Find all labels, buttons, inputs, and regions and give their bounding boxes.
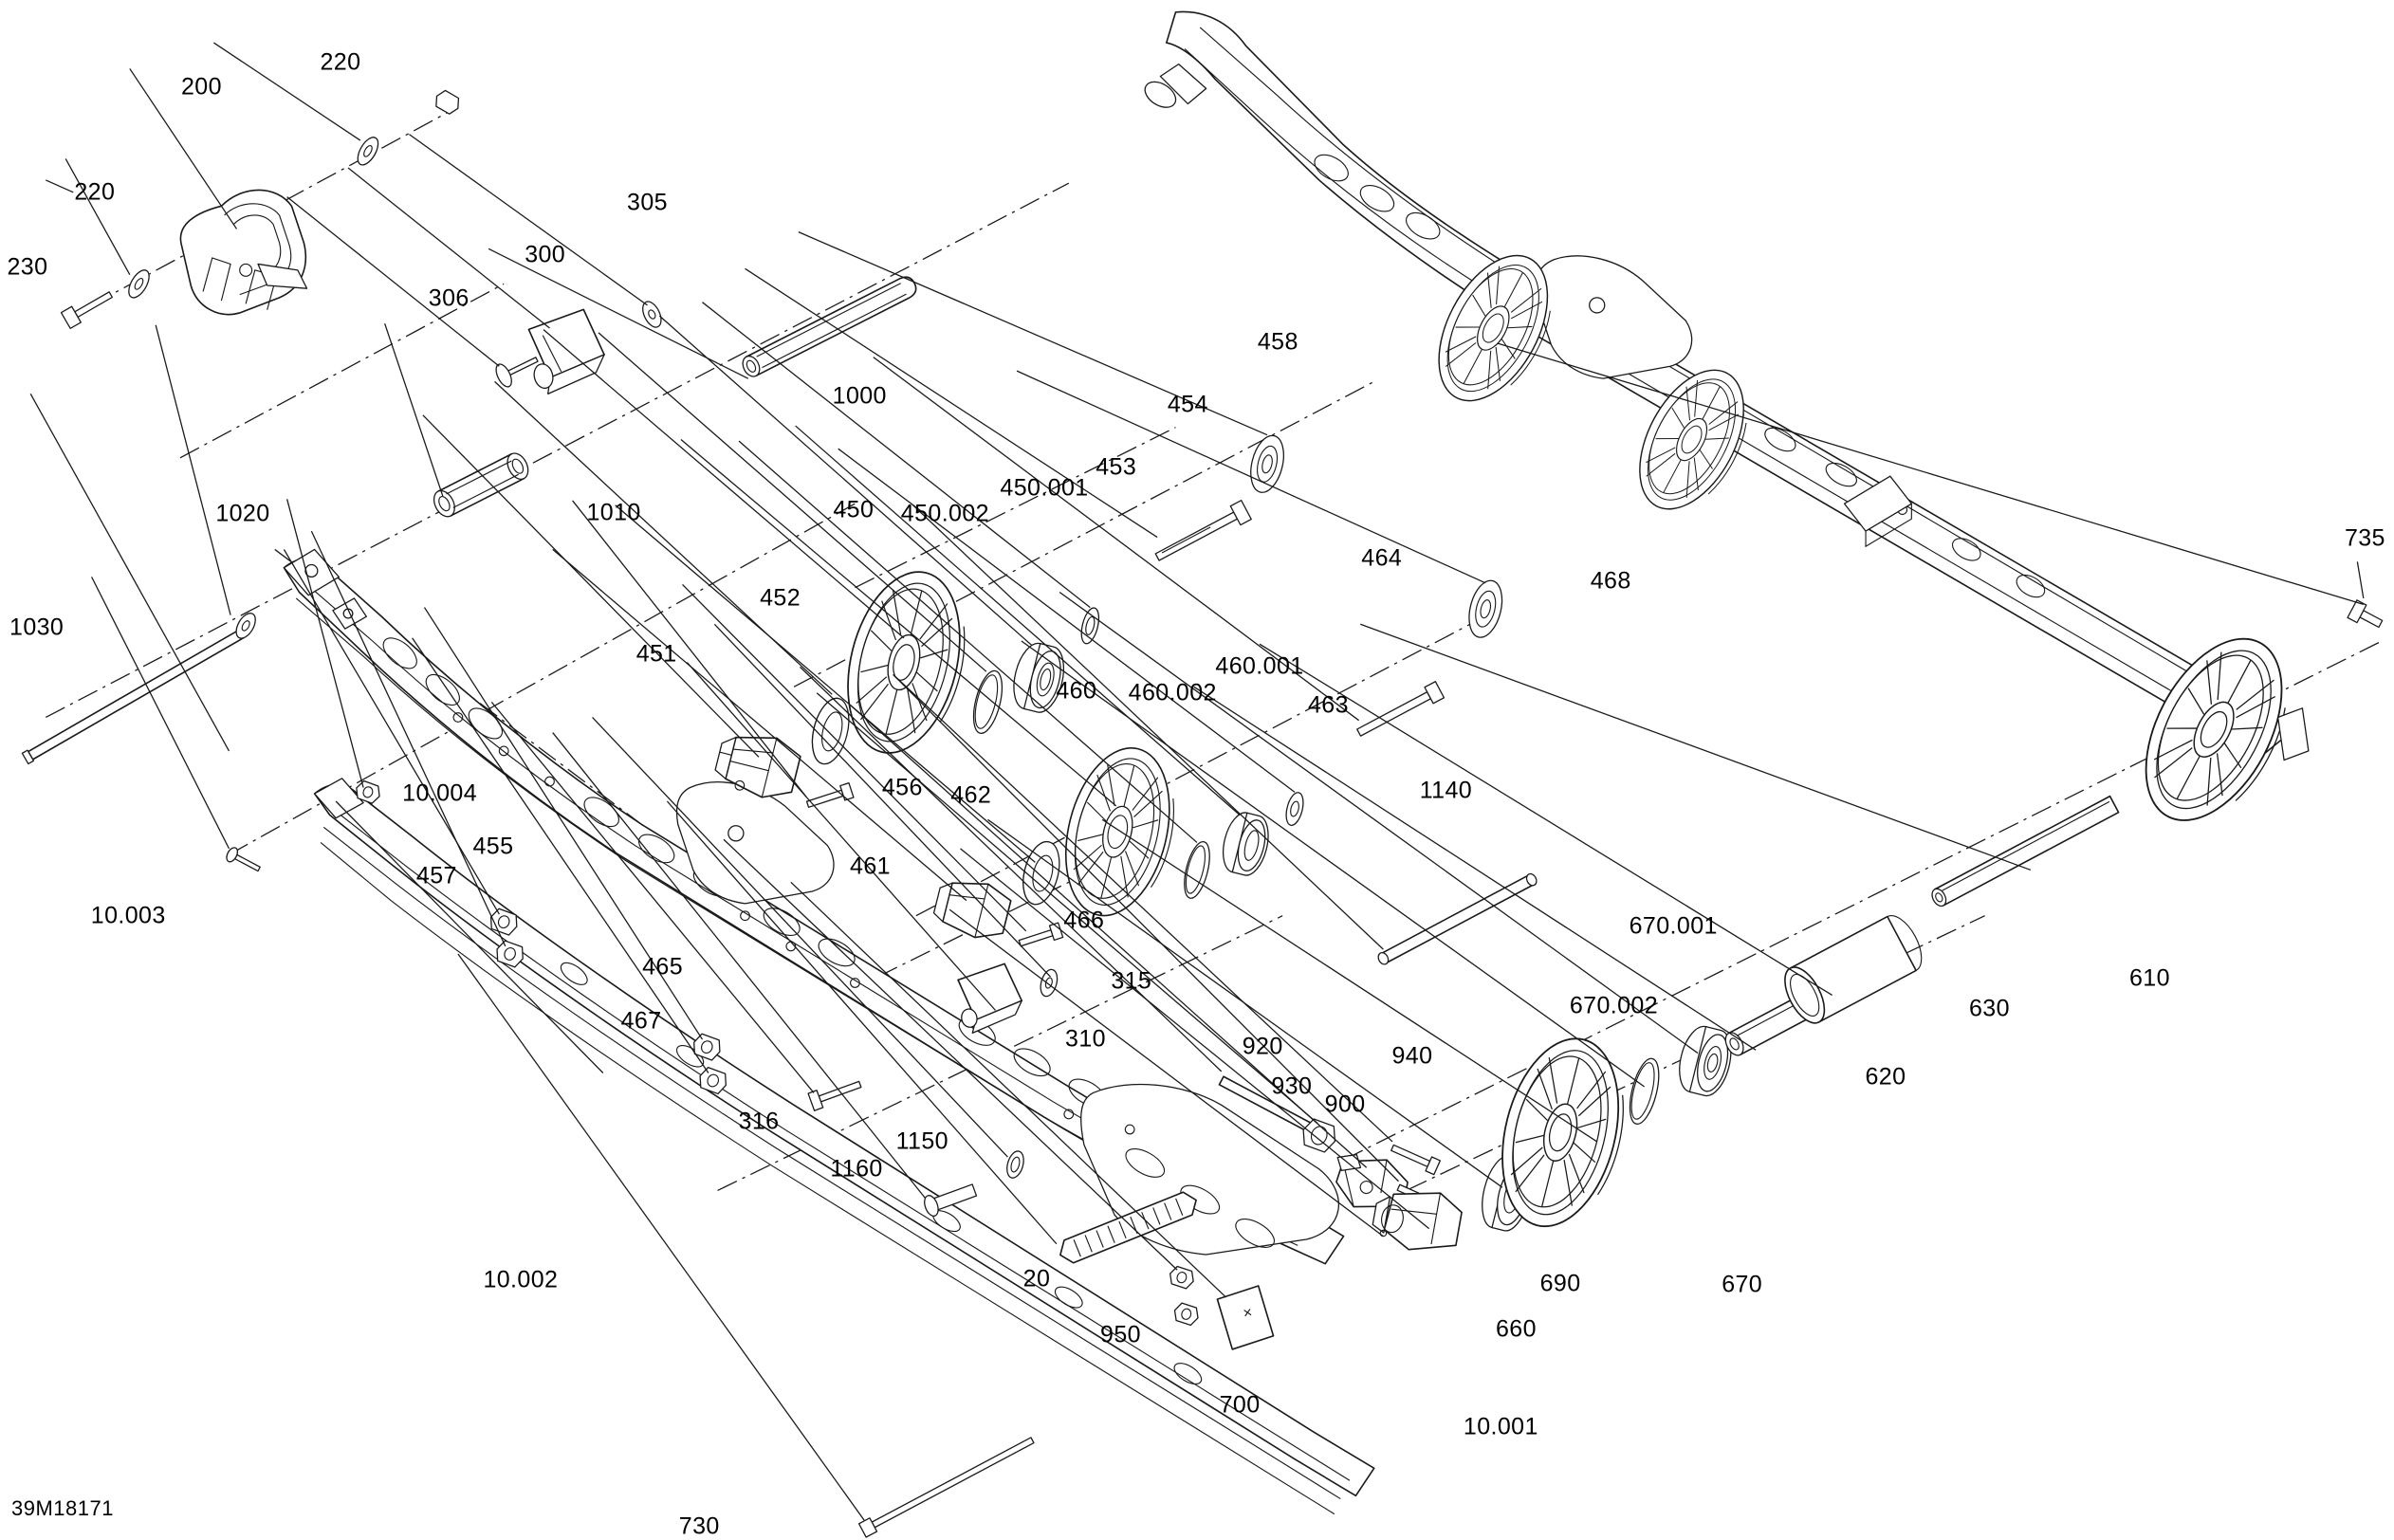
- callout-200[interactable]: 200: [181, 73, 222, 101]
- callout-10-002[interactable]: 10.002: [483, 1266, 559, 1293]
- callout-460-001[interactable]: 460.001: [1215, 652, 1304, 680]
- callout-950[interactable]: 950: [1100, 1321, 1141, 1348]
- callout-1140[interactable]: 1140: [1419, 777, 1473, 804]
- callout-457[interactable]: 457: [415, 862, 457, 889]
- callout-452[interactable]: 452: [760, 584, 801, 612]
- callout-670[interactable]: 670: [1722, 1271, 1763, 1298]
- callout-451[interactable]: 451: [635, 640, 677, 668]
- callout-454[interactable]: 454: [1167, 391, 1208, 418]
- callout-220[interactable]: 220: [74, 178, 116, 206]
- callout-465[interactable]: 465: [642, 953, 684, 981]
- callout-461[interactable]: 461: [850, 852, 891, 880]
- callout-466[interactable]: 466: [1063, 907, 1105, 934]
- callout-316[interactable]: 316: [738, 1108, 780, 1135]
- callout-670-001[interactable]: 670.001: [1629, 912, 1718, 940]
- callout-1020[interactable]: 1020: [215, 500, 270, 527]
- callout-450-001[interactable]: 450.001: [1000, 474, 1089, 502]
- callout-306[interactable]: 306: [428, 284, 470, 312]
- callout-463[interactable]: 463: [1307, 691, 1349, 719]
- callout-315[interactable]: 315: [1111, 967, 1152, 995]
- callout-10-003[interactable]: 10.003: [90, 902, 166, 929]
- callout-460-002[interactable]: 460.002: [1128, 679, 1217, 706]
- callout-1160[interactable]: 1160: [830, 1155, 883, 1182]
- callout-450[interactable]: 450: [833, 496, 875, 523]
- callout-620[interactable]: 620: [1865, 1063, 1906, 1091]
- callout-450-002[interactable]: 450.002: [900, 500, 989, 527]
- callout-10-001[interactable]: 10.001: [1463, 1413, 1538, 1440]
- callout-305[interactable]: 305: [627, 189, 668, 216]
- callout-630[interactable]: 630: [1968, 995, 2010, 1022]
- callout-730[interactable]: 730: [678, 1512, 720, 1539]
- callout-460[interactable]: 460: [1056, 677, 1097, 705]
- callout-1150[interactable]: 1150: [895, 1128, 948, 1155]
- callout-1010[interactable]: 1010: [586, 499, 641, 526]
- callout-690[interactable]: 690: [1539, 1270, 1581, 1297]
- callout-462[interactable]: 462: [950, 781, 992, 809]
- callout-468[interactable]: 468: [1590, 567, 1631, 595]
- callout-455[interactable]: 455: [472, 833, 514, 860]
- callout-700[interactable]: 700: [1219, 1391, 1261, 1419]
- callout-735[interactable]: 735: [2344, 524, 2385, 552]
- callout-456[interactable]: 456: [881, 774, 923, 800]
- callout-464[interactable]: 464: [1361, 544, 1403, 572]
- callout-230[interactable]: 230: [7, 253, 48, 281]
- callout-1030[interactable]: 1030: [9, 614, 64, 640]
- callout-660[interactable]: 660: [1495, 1315, 1537, 1343]
- callout-310[interactable]: 310: [1065, 1025, 1106, 1053]
- callout-300[interactable]: 300: [525, 241, 566, 268]
- callout-900[interactable]: 900: [1324, 1091, 1366, 1118]
- callout-1000[interactable]: 1000: [832, 382, 887, 410]
- callout-467[interactable]: 467: [620, 1007, 662, 1035]
- callout-10-004[interactable]: 10.004: [402, 779, 478, 807]
- callout-220[interactable]: 220: [320, 48, 361, 76]
- callout-930[interactable]: 930: [1271, 1072, 1313, 1100]
- drawing-id-label: 39M18171: [11, 1496, 114, 1520]
- callout-940[interactable]: 940: [1391, 1042, 1433, 1070]
- callout-453[interactable]: 453: [1096, 453, 1137, 480]
- callout-20[interactable]: 20: [1022, 1265, 1051, 1292]
- callout-670-002[interactable]: 670.002: [1569, 992, 1659, 1019]
- callout-458[interactable]: 458: [1257, 328, 1298, 356]
- callout-610[interactable]: 610: [2128, 964, 2170, 992]
- callout-920[interactable]: 920: [1242, 1033, 1283, 1060]
